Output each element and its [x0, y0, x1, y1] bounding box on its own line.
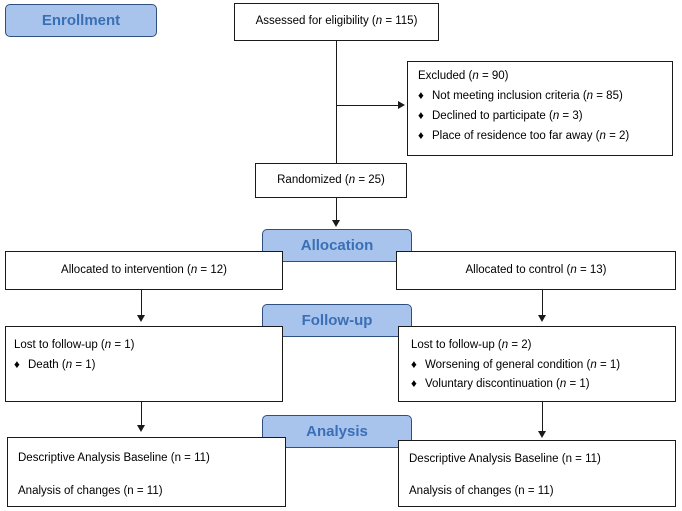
- allocated-intervention-box: Allocated to intervention (n = 12): [5, 251, 283, 290]
- connector-lost-left-analysis: [141, 402, 142, 425]
- excluded-title: Excluded (n = 90): [418, 70, 509, 82]
- arrow-to-analysis-left: [137, 425, 145, 432]
- phase-enrollment: Enrollment: [5, 4, 157, 37]
- analysis-left-changes: Analysis of changes (n = 11): [18, 485, 163, 497]
- lost-left-title: Lost to follow-up (n = 1): [14, 339, 135, 351]
- randomized-box: Randomized (n = 25): [255, 163, 407, 198]
- allocated-control-box: Allocated to control (n = 13): [396, 251, 676, 290]
- arrow-to-analysis-right: [538, 431, 546, 438]
- bullet-icon: ♦: [418, 110, 424, 122]
- analysis-right-baseline: Descriptive Analysis Baseline (n = 11): [409, 453, 601, 465]
- bullet-icon: ♦: [411, 359, 417, 371]
- analysis-right-changes: Analysis of changes (n = 11): [409, 485, 554, 497]
- connector-assessed-randomized: [336, 41, 337, 163]
- excluded-item: ♦Place of residence too far away (n = 2): [418, 130, 630, 142]
- excluded-item: ♦Not meeting inclusion criteria (n = 85): [418, 90, 623, 102]
- excluded-item: ♦Declined to participate (n = 3): [418, 110, 583, 122]
- phase-analysis: Analysis: [262, 415, 412, 448]
- lost-right-item: ♦Worsening of general condition (n = 1): [411, 359, 621, 371]
- lost-right-title: Lost to follow-up (n = 2): [411, 339, 532, 351]
- connector-intervention-lost: [141, 290, 142, 315]
- arrow-to-lost-right: [538, 315, 546, 322]
- connector-to-excluded: [336, 105, 398, 106]
- allocated-control-text: Allocated to control (n = 13): [465, 263, 607, 276]
- connector-control-lost: [542, 290, 543, 315]
- analysis-left-baseline: Descriptive Analysis Baseline (n = 11): [18, 452, 210, 464]
- arrow-to-allocation: [332, 220, 340, 227]
- bullet-icon: ♦: [418, 90, 424, 102]
- connector-lost-right-analysis: [542, 402, 543, 431]
- assessed-box: Assessed for eligibility (n = 115): [234, 3, 439, 41]
- bullet-icon: ♦: [14, 359, 20, 371]
- bullet-icon: ♦: [418, 130, 424, 142]
- lost-right-item: ♦Voluntary discontinuation (n = 1): [411, 378, 590, 390]
- randomized-text: Randomized (n = 25): [277, 173, 385, 186]
- bullet-icon: ♦: [411, 378, 417, 390]
- excluded-box: Excluded (n = 90) ♦Not meeting inclusion…: [407, 61, 673, 156]
- analysis-right-box: Descriptive Analysis Baseline (n = 11) A…: [398, 440, 676, 507]
- lost-left-item: ♦Death (n = 1): [14, 359, 96, 371]
- connector-randomized-allocation: [336, 198, 337, 220]
- phase-follow-up: Follow-up: [262, 304, 412, 337]
- analysis-left-box: Descriptive Analysis Baseline (n = 11) A…: [7, 437, 286, 507]
- arrow-to-excluded: [398, 101, 405, 109]
- assessed-text: Assessed for eligibility (n = 115): [255, 15, 418, 28]
- phase-allocation: Allocation: [262, 229, 412, 262]
- allocated-intervention-text: Allocated to intervention (n = 12): [61, 263, 227, 276]
- lost-followup-right-box: Lost to follow-up (n = 2) ♦Worsening of …: [398, 326, 676, 402]
- arrow-to-lost-left: [137, 315, 145, 322]
- lost-followup-left-box: Lost to follow-up (n = 1) ♦Death (n = 1): [5, 326, 283, 402]
